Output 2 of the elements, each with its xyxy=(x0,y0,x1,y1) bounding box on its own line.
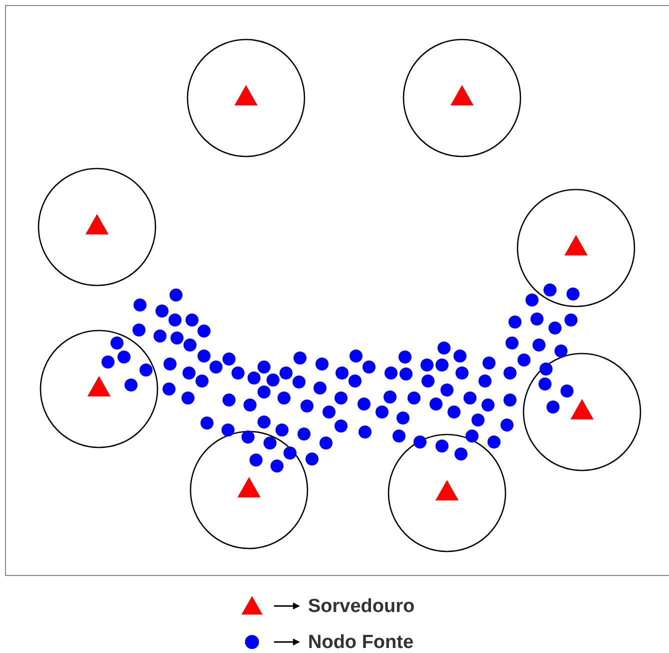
legend-label: Sorvedouro xyxy=(308,596,415,616)
legend-label: Nodo Fonte xyxy=(308,632,414,652)
